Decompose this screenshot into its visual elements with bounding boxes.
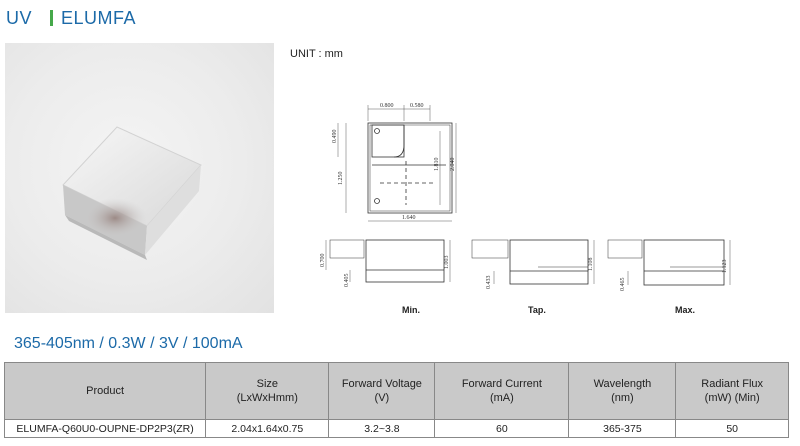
dim-max-0.465: 0.465 [620,278,626,292]
dim-top-1.640: 1.640 [402,215,416,221]
cell-forward-voltage: 3.2~3.8 [328,419,436,438]
cell-radiant-flux: 50 [675,419,789,438]
th-forward-current: Forward Current(mA) [434,362,570,420]
th-product: Product [3,362,207,420]
header-divider [50,10,54,26]
unit-label: UNIT : mm [290,48,343,60]
side-view-label-min: Min. [402,305,420,315]
dim-top-1.250: 1.250 [338,172,344,186]
cell-wavelength: 365-375 [568,419,677,438]
package-dimension-drawing: 0.800 0.580 0.490 1.250 1.810 2.040 1.64… [320,103,731,315]
dim-min-0.405: 0.405 [344,274,350,288]
dim-top-0.800: 0.800 [380,103,394,109]
side-view-max [607,239,731,286]
spec-line: 365-405nm / 0.3W / 3V / 100mA [14,335,243,352]
cell-forward-current: 60 [434,419,570,438]
header-uv: UV [6,7,33,28]
dim-tap-1.108: 1.108 [588,258,594,272]
table-header-row: Product Size(LxWxHmm) Forward Voltage(V)… [3,362,789,420]
side-view-label-tap: Tap. [528,305,546,315]
table-row: ELUMFA-Q60U0-OUPNE-DP2P3(ZR) 2.04x1.64x0… [3,419,789,438]
dim-top-1.810: 1.810 [434,158,440,172]
side-view-min [325,239,451,283]
th-radiant-flux: Radiant Flux(mW) (Min) [675,362,789,420]
th-size: Size(LxWxHmm) [205,362,330,420]
spec-table: Product Size(LxWxHmm) Forward Voltage(V)… [3,362,789,438]
dim-top-0.490: 0.490 [332,130,338,144]
side-view-label-max: Max. [675,305,695,315]
side-view-tap [471,239,595,285]
page-header: UV ELUMFA [6,5,136,31]
dim-min-0.700: 0.700 [320,254,326,268]
top-view [337,105,457,222]
dim-top-2.040: 2.040 [450,158,456,172]
cell-product: ELUMFA-Q60U0-OUPNE-DP2P3(ZR) [3,419,207,438]
dim-tap-0.433: 0.433 [486,276,492,290]
dim-min-1.003: 1.003 [444,256,450,270]
th-wavelength: Wavelength(nm) [568,362,677,420]
dim-max-1.123: 1.123 [722,260,728,274]
header-product-name: ELUMFA [61,7,137,28]
th-forward-voltage: Forward Voltage(V) [328,362,436,420]
dim-top-0.580: 0.580 [410,103,424,109]
cell-size: 2.04x1.64x0.75 [205,419,330,438]
led-product-photo [5,43,274,313]
